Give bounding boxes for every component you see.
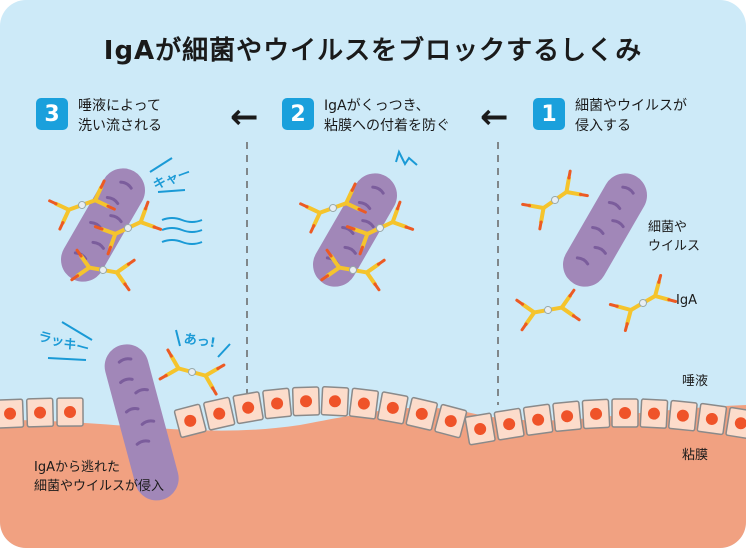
- epithelial-cell: [0, 398, 25, 429]
- epithelial-cell: [639, 398, 669, 429]
- epithelial-cell: [405, 396, 438, 431]
- cell-nucleus: [444, 415, 457, 428]
- step-2-text: IgAがくっつき、 粘膜への付着を防ぐ: [324, 98, 450, 134]
- step-3-text: 唾液によって 洗い流される: [78, 98, 162, 134]
- epithelial-cell: [320, 386, 350, 417]
- cell-nucleus: [213, 407, 226, 420]
- cell-nucleus: [271, 397, 284, 410]
- pathogen-step1: [553, 163, 657, 297]
- epithelial-cell: [173, 403, 207, 438]
- epithelial-cell: [464, 412, 496, 446]
- epithelial-cell: [522, 403, 554, 436]
- epithelial-cell: [668, 399, 698, 432]
- step-1-badge: 1: [533, 98, 565, 130]
- page-title: IgAが細菌やウイルスをブロックするしくみ: [103, 36, 643, 66]
- step-3: 3 唾液によって 洗い流される: [36, 96, 162, 136]
- epithelial-cell: [25, 397, 55, 428]
- step-2-badge: 2: [282, 98, 314, 130]
- label-pathogen: 細菌や ウイルス: [648, 220, 701, 254]
- epithelial-cell: [291, 386, 321, 417]
- epithelial-cells: [0, 386, 746, 446]
- cell-nucleus: [647, 407, 660, 420]
- cell-nucleus: [242, 401, 255, 414]
- cell-nucleus: [590, 407, 603, 420]
- cell-nucleus: [34, 406, 47, 419]
- epithelial-cell: [725, 406, 746, 440]
- lucky-lines-icon: [47, 321, 93, 361]
- label-escaped: IgAから逃れた 細菌やウイルスが侵入: [34, 460, 165, 494]
- pathogen-escaped: [104, 344, 179, 501]
- epithelial-cell: [262, 387, 293, 420]
- epithelial-cell: [203, 396, 236, 431]
- igA-free-2: [514, 288, 582, 332]
- cell-nucleus: [503, 418, 516, 431]
- epithelial-cell: [377, 391, 409, 425]
- cell-nucleus: [386, 401, 399, 414]
- epithelial-cell: [611, 398, 639, 428]
- cell-nucleus: [676, 409, 689, 422]
- epithelial-cell: [552, 400, 582, 432]
- cell-nucleus: [474, 422, 487, 435]
- arrow-left-icon: ←: [480, 97, 509, 137]
- cell-nucleus: [561, 410, 574, 423]
- wave-lines-icon: [161, 217, 203, 245]
- mucosa-layer: [0, 405, 746, 548]
- epithelial-cell: [232, 391, 264, 425]
- epithelial-cell: [56, 397, 84, 427]
- cell-nucleus: [357, 397, 370, 410]
- epithelial-cell: [434, 403, 468, 439]
- arrow-left-icon: ←: [230, 97, 259, 137]
- cell-nucleus: [618, 407, 631, 420]
- label-saliva: 唾液: [682, 374, 709, 389]
- kya-lines-icon: [149, 157, 186, 193]
- cell-nucleus: [705, 412, 718, 425]
- igA-free-3: [608, 273, 678, 333]
- step-1-text: 細菌やウイルスが 侵入する: [575, 98, 687, 134]
- epithelial-cell: [348, 387, 380, 420]
- label-igA: IgA: [676, 293, 697, 308]
- cell-nucleus: [532, 413, 545, 426]
- cell-nucleus: [300, 395, 313, 408]
- cell-nucleus: [734, 417, 746, 430]
- step-1: 1 細菌やウイルスが 侵入する: [533, 96, 687, 136]
- cell-nucleus: [64, 406, 77, 419]
- label-mucosa: 粘膜: [682, 448, 709, 463]
- step-2: 2 IgAがくっつき、 粘膜への付着を防ぐ: [282, 96, 450, 136]
- igA-missed: [158, 348, 226, 396]
- epithelial-cell: [696, 402, 728, 436]
- epithelial-cell: [581, 398, 611, 430]
- step-3-badge: 3: [36, 98, 68, 130]
- ah-lines-icon: [175, 329, 231, 358]
- cell-nucleus: [4, 407, 17, 420]
- shock-mark-icon: [395, 149, 418, 166]
- cell-nucleus: [328, 395, 341, 408]
- igA-free-1: [520, 169, 590, 231]
- epithelial-cell: [493, 407, 525, 441]
- cell-nucleus: [184, 414, 197, 427]
- cell-nucleus: [415, 407, 428, 420]
